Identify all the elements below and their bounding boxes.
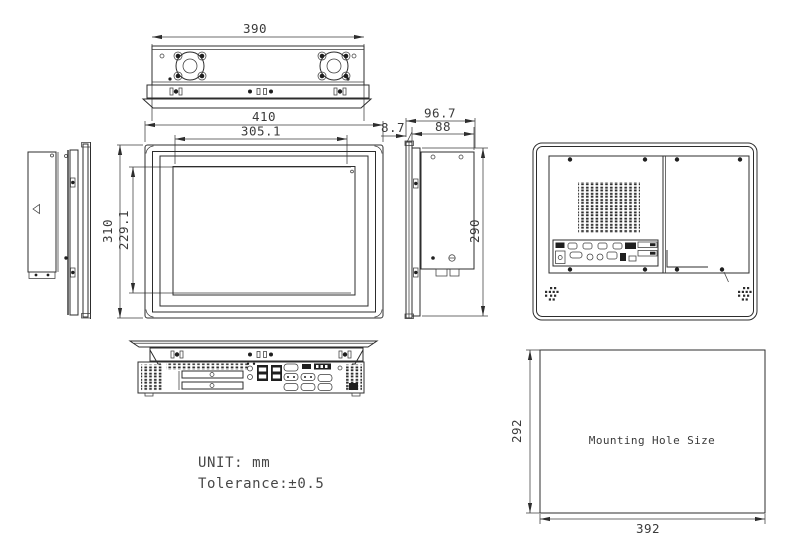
dim-side-rear-height: 290 (422, 147, 488, 317)
fan-left-icon (173, 51, 207, 81)
dim-label-390: 390 (243, 21, 267, 36)
right-bottom-connector (435, 268, 448, 277)
dim-label-305-1: 305.1 (241, 124, 281, 139)
bezel-hole (350, 169, 354, 174)
bottom-mounting-lip (149, 347, 364, 365)
audio-jack (247, 374, 253, 380)
top-view: 390 (141, 21, 373, 121)
mounting-cutout-rect (539, 349, 766, 514)
triangle-mark-icon (32, 203, 40, 215)
bottom-vent-left (141, 364, 163, 391)
front-view: 410 305.1 310 229.1 (100, 109, 384, 319)
rear-recess-panel (548, 155, 750, 274)
dim-side-bezel-depth: 8.7 (381, 120, 413, 143)
touch-glass (159, 155, 369, 307)
speaker-holes-right (738, 287, 752, 301)
latch-mark (170, 350, 184, 359)
side-view-right: 96.7 88 8.7 290 (381, 106, 488, 319)
dim-label-88: 88 (435, 119, 451, 134)
io-label-plate (637, 241, 658, 248)
speaker-holes-left (545, 287, 559, 301)
unit-note: UNIT: mm (198, 455, 270, 471)
latch-mark (169, 87, 183, 96)
right-bottom-connector (449, 268, 460, 277)
dim-front-outer-width: 410 (144, 109, 384, 142)
left-bottom-connectors (28, 271, 56, 279)
expansion-slot-1 (181, 370, 244, 379)
top-bezel-flange (141, 98, 373, 109)
bottom-vent-row (166, 363, 248, 370)
right-rear-panel (411, 147, 421, 317)
rear-view (532, 142, 758, 321)
mounting-hole-view: Mounting Hole Size 292 392 (509, 349, 766, 536)
tolerance-note: Tolerance:±0.5 (198, 476, 324, 492)
power-switch (349, 383, 358, 390)
side-view-left (27, 142, 91, 319)
usb-ports (257, 365, 282, 381)
right-chassis (420, 151, 475, 277)
dim-mount-height: 292 (509, 349, 541, 514)
rear-vent-grid (578, 182, 640, 233)
left-rear-panel (64, 149, 79, 316)
dim-label-292: 292 (509, 419, 524, 443)
dim-label-96-7: 96.7 (424, 106, 456, 121)
io-label-plate (637, 250, 658, 257)
top-chassis (151, 45, 365, 86)
dim-label-410: 410 (252, 109, 276, 124)
left-chassis (27, 151, 59, 279)
dim-label-310: 310 (100, 219, 115, 243)
expansion-slot-2 (181, 381, 244, 390)
bottom-bezel-flange (128, 340, 379, 348)
dim-side-total-depth: 96.7 (405, 106, 476, 148)
mounting-hole-label: Mounting Hole Size (589, 434, 715, 447)
hdmi-port (302, 364, 311, 369)
audio-jack (247, 365, 253, 372)
dim-label-392: 392 (636, 521, 660, 536)
latch-mark (333, 87, 347, 96)
display-area (172, 166, 356, 296)
drawing-notes: UNIT: mm Tolerance:±0.5 (198, 455, 324, 492)
dim-front-display-width: 305.1 (174, 124, 348, 164)
dim-label-8-7: 8.7 (381, 120, 405, 135)
latch-mark (338, 350, 352, 359)
rear-corner-bracket (666, 250, 708, 268)
leader-line (723, 271, 729, 283)
top-mounting-lip (146, 84, 370, 99)
front-bezel (144, 144, 384, 319)
fan-right-icon (317, 51, 351, 81)
bottom-io-panel (137, 361, 365, 397)
dim-mount-width: 392 (539, 514, 766, 536)
dim-top-width: 390 (151, 21, 365, 121)
dim-side-chassis-depth: 88 (411, 119, 475, 150)
dim-front-outer-height: 310 (100, 144, 143, 319)
dim-label-229-1: 229.1 (116, 210, 131, 250)
rear-io-panel (552, 239, 659, 267)
left-bezel (81, 142, 91, 319)
serial-ports (283, 363, 333, 391)
bottom-view (128, 340, 379, 397)
dim-front-display-height: 229.1 (116, 166, 351, 294)
rear-screws (567, 157, 743, 272)
